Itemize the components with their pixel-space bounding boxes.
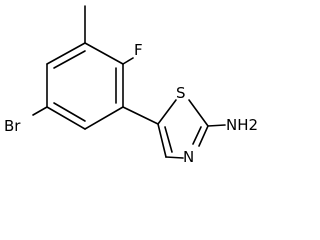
bond-aryl-thiazole (122, 106, 159, 125)
thiazole-ring (157, 99, 209, 159)
double-bond-inner-c1-c2 (53, 50, 86, 69)
bond-c5-c6 (46, 106, 86, 130)
atom-label-amine: NH2 (226, 116, 258, 134)
double-bond-inner-c5-c6 (53, 102, 86, 122)
bond-c1-c2 (46, 42, 86, 65)
benzene-ring (46, 42, 124, 130)
atom-label-bromine: Br (4, 117, 21, 135)
bond-c5-s1 (157, 99, 177, 125)
bond-c2-c3 (84, 42, 124, 65)
bond-c2-n3 (198, 125, 209, 147)
bond-bromine (32, 106, 48, 116)
bond-amine (207, 124, 226, 127)
bond-n3-c4 (165, 156, 184, 159)
double-bond-inner-c4-c5 (164, 126, 173, 153)
bond-fluorine (122, 57, 134, 65)
atom-label-sulfur: S (176, 84, 186, 102)
bond-s1-c2 (188, 99, 209, 127)
bond-c4-c5 (84, 106, 124, 130)
double-bond-inner-c2-n3 (192, 126, 202, 145)
atom-label-nitrogen: N (183, 148, 194, 166)
bond-c4-c5 (157, 123, 167, 158)
molecule-structure: Br F S N NH2 (4, 5, 258, 166)
atom-label-fluorine: F (134, 41, 143, 59)
